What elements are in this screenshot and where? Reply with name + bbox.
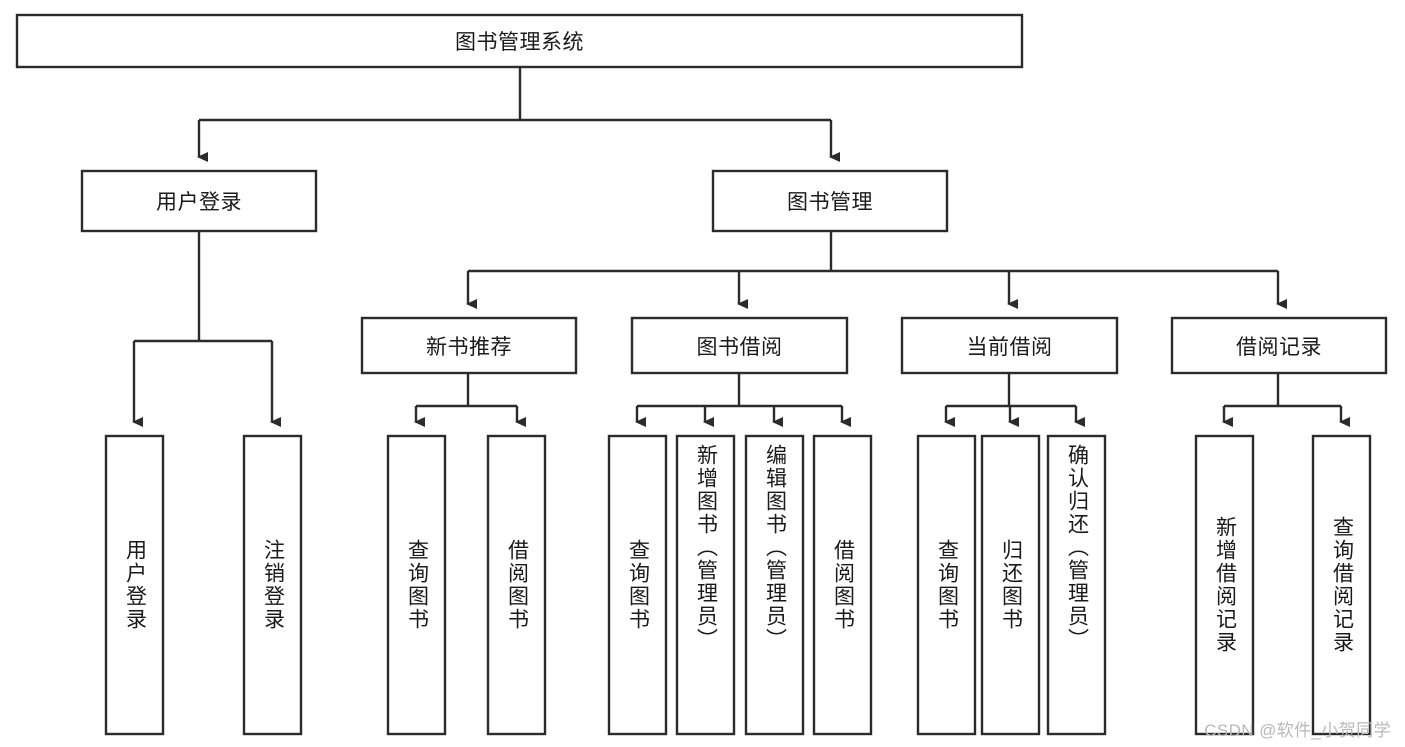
- node-box-current-borrow[interactable]: [900, 316, 1119, 375]
- node-box-new-book-recommend[interactable]: [360, 316, 578, 375]
- node-box-leaf-logout[interactable]: [242, 434, 303, 736]
- node-box-leaf-add-book[interactable]: [675, 434, 736, 736]
- node-box-root[interactable]: [15, 13, 1024, 69]
- node-box-leaf-user-login[interactable]: [104, 434, 165, 736]
- node-box-leaf-query-book-nb[interactable]: [386, 434, 447, 736]
- node-box-leaf-return-book[interactable]: [980, 434, 1041, 736]
- node-box-book-borrow[interactable]: [630, 316, 849, 375]
- node-box-leaf-query-record[interactable]: [1311, 434, 1372, 736]
- node-box-leaf-borrow-book-nb[interactable]: [486, 434, 547, 736]
- node-box-borrow-record[interactable]: [1170, 316, 1388, 375]
- node-box-leaf-borrow-book-bb[interactable]: [812, 434, 873, 736]
- node-box-leaf-edit-book[interactable]: [744, 434, 805, 736]
- node-box-user-login[interactable]: [80, 169, 318, 233]
- node-box-book-management[interactable]: [711, 169, 949, 233]
- node-box-leaf-add-record[interactable]: [1194, 434, 1255, 736]
- node-box-leaf-query-book-cb[interactable]: [916, 434, 977, 736]
- node-box-leaf-query-book-bb[interactable]: [607, 434, 668, 736]
- node-box-leaf-confirm-return[interactable]: [1046, 434, 1107, 736]
